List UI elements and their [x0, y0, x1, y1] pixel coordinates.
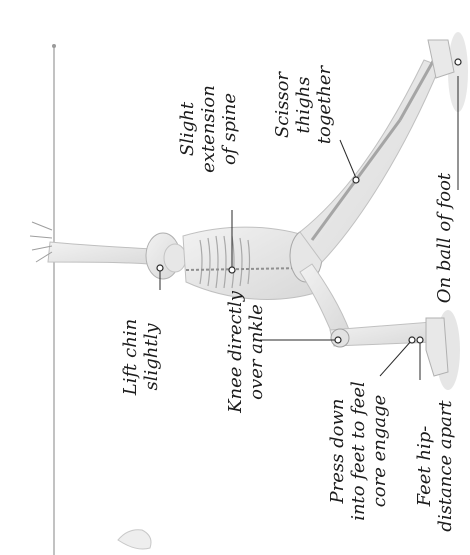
annotation-scissor: Scissor thighs together: [272, 58, 338, 152]
dot-feet: [417, 337, 423, 343]
annotation-spine-line3: of spine: [219, 74, 240, 184]
dot-spine: [229, 267, 235, 273]
annotation-lift-chin: Lift chin slightly: [120, 312, 164, 402]
annotation-press: Press down into feet to feel core engage: [327, 371, 393, 531]
annotation-spine-line2: extension: [198, 74, 219, 184]
annotation-press-line2: into feet to feel: [348, 371, 369, 531]
dot-knee: [335, 337, 341, 343]
annotation-spine: Slight extension of spine: [177, 74, 243, 184]
annotation-knee: Knee directly over ankle: [225, 289, 269, 415]
annotation-knee-line1: Knee directly: [225, 289, 246, 415]
annotation-ball-line1: On ball of foot: [434, 163, 455, 313]
dot-ball: [455, 59, 461, 65]
annotation-scissor-line1: Scissor: [272, 58, 293, 152]
annotation-feet-line2: distance apart: [435, 396, 456, 536]
annotation-feet-line1: Feet hip-: [414, 396, 435, 536]
dot-thigh: [353, 177, 359, 183]
annotation-scissor-line3: together: [314, 58, 335, 152]
dot-chin: [157, 265, 163, 271]
front-foot: [426, 318, 448, 376]
dot-press: [409, 337, 415, 343]
annotation-scissor-line2: thighs: [293, 58, 314, 152]
annotation-spine-line1: Slight: [177, 74, 198, 184]
annotation-press-line1: Press down: [327, 371, 348, 531]
leader-scissor: [340, 140, 356, 178]
annotation-feet: Feet hip- distance apart: [414, 396, 458, 536]
annotation-ball-of-foot: On ball of foot: [434, 163, 456, 313]
annotation-lift-chin-line1: Lift chin: [120, 312, 141, 402]
head: [146, 233, 186, 279]
front-thigh: [300, 264, 350, 338]
annotation-lift-chin-line2: slightly: [141, 312, 162, 402]
annotation-press-line3: core engage: [369, 371, 390, 531]
annotation-knee-line2: over ankle: [246, 289, 267, 415]
reference-line-end: [52, 44, 56, 48]
secondary-figure-fragment: [118, 530, 151, 549]
